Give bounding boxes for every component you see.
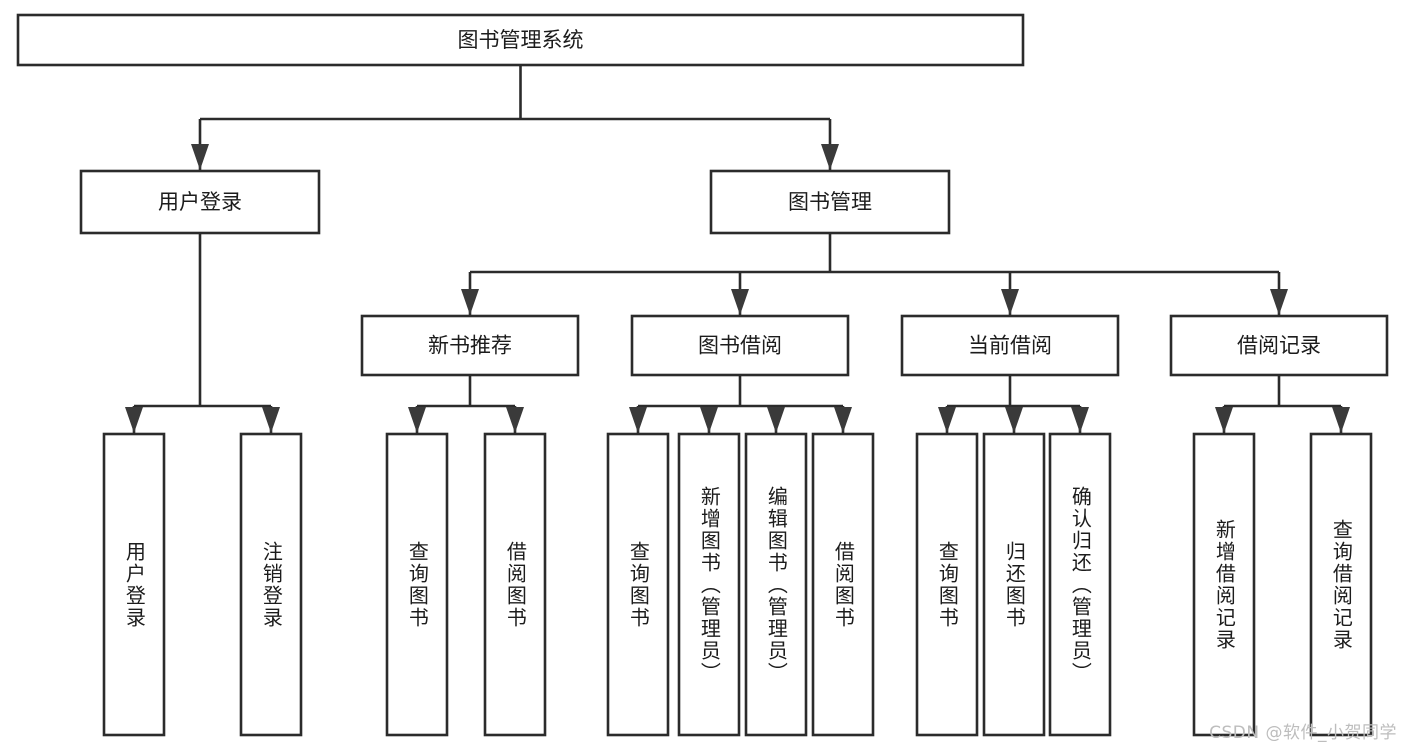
- root-node-label: 图书管理系统: [458, 28, 584, 52]
- level2-node-label: 图书管理: [788, 190, 872, 214]
- leaf-node-box[interactable]: [1192, 432, 1256, 737]
- arrow-head-icon: [767, 407, 785, 433]
- arrow-head-icon: [731, 289, 749, 315]
- level3-node-box[interactable]: [360, 314, 580, 377]
- arrow-head-icon: [1001, 289, 1019, 315]
- node-box-layer: [16, 13, 1389, 737]
- leaf-node-box[interactable]: [1309, 432, 1373, 737]
- arrow-head-icon: [834, 407, 852, 433]
- leaf-node-box[interactable]: [915, 432, 979, 737]
- arrow-head-icon: [1332, 407, 1350, 433]
- leaf-node-box[interactable]: [483, 432, 547, 737]
- arrow-head-icon: [191, 144, 209, 170]
- leaf-node-box[interactable]: [102, 432, 166, 737]
- leaf-node-box[interactable]: [811, 432, 875, 737]
- connector-layer: [125, 65, 1350, 433]
- watermark-text: CSDN @软件_小贺同学: [1209, 723, 1397, 743]
- arrow-head-icon: [1215, 407, 1233, 433]
- arrow-head-icon: [938, 407, 956, 433]
- level2-node-label: 用户登录: [158, 190, 242, 214]
- arrow-head-icon: [1005, 407, 1023, 433]
- level3-node-label: 图书借阅: [698, 334, 782, 358]
- level3-node-label: 当前借阅: [968, 334, 1052, 358]
- root-node-box[interactable]: [16, 13, 1025, 67]
- level3-node-label: 借阅记录: [1237, 334, 1321, 358]
- leaf-node-box[interactable]: [239, 432, 303, 737]
- arrow-head-icon: [1270, 289, 1288, 315]
- leaf-node-box[interactable]: [677, 432, 741, 737]
- level3-node-box[interactable]: [900, 314, 1120, 377]
- arrow-head-icon: [821, 144, 839, 170]
- level2-node-box[interactable]: [709, 169, 951, 235]
- level3-node-box[interactable]: [1169, 314, 1389, 377]
- level2-node-box[interactable]: [79, 169, 321, 235]
- arrow-head-icon: [408, 407, 426, 433]
- leaf-node-box[interactable]: [744, 432, 808, 737]
- arrow-head-icon: [262, 407, 280, 433]
- level3-node-label: 新书推荐: [428, 334, 512, 358]
- arrow-head-icon: [629, 407, 647, 433]
- leaf-node-box[interactable]: [385, 432, 449, 737]
- leaf-node-box[interactable]: [982, 432, 1046, 737]
- arrow-head-icon: [700, 407, 718, 433]
- leaf-node-box[interactable]: [1048, 432, 1112, 737]
- level3-node-box[interactable]: [630, 314, 850, 377]
- arrow-head-icon: [461, 289, 479, 315]
- leaf-node-box[interactable]: [606, 432, 670, 737]
- arrow-head-icon: [125, 407, 143, 433]
- arrow-head-icon: [506, 407, 524, 433]
- arrow-head-icon: [1071, 407, 1089, 433]
